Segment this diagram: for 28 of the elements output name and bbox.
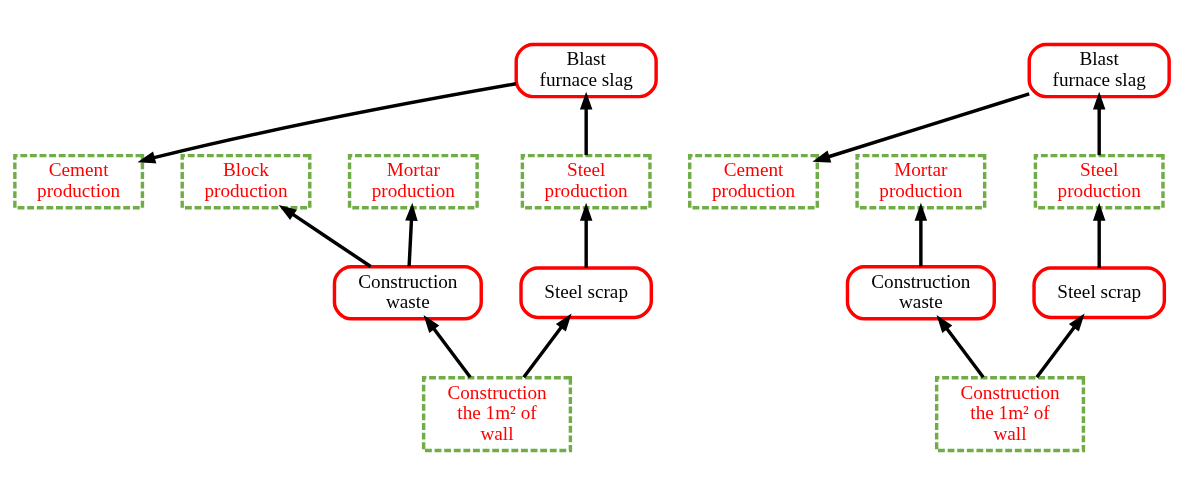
arrow — [1092, 202, 1106, 268]
arrow — [579, 91, 593, 155]
node-box: Construction waste — [845, 264, 996, 321]
node-box: Steel production — [520, 153, 652, 209]
arrow — [522, 313, 572, 378]
node-box: Steel scrap — [519, 265, 654, 319]
arrow — [1035, 313, 1085, 378]
arrow — [405, 202, 418, 266]
arrow — [914, 202, 928, 266]
node-box: Construction the 1m² of wall — [421, 375, 573, 452]
arrow — [137, 81, 517, 164]
node-box: Construction the 1m² of wall — [934, 375, 1086, 452]
arrow — [278, 204, 372, 268]
node-box: Construction waste — [332, 264, 483, 321]
node-box: Mortar production — [855, 153, 987, 209]
node-box: Mortar production — [347, 153, 479, 209]
arrow — [936, 314, 985, 378]
node-box: Steel scrap — [1032, 265, 1167, 319]
arrow — [812, 91, 1030, 162]
arrow — [1092, 91, 1106, 155]
arrow — [423, 314, 472, 378]
node-box: Steel production — [1033, 153, 1165, 209]
node-box: Cement production — [688, 153, 819, 209]
node-box: Block production — [180, 153, 312, 209]
node-box: Blast furnace slag — [1027, 42, 1171, 98]
node-box: Blast furnace slag — [514, 42, 658, 98]
arrow — [579, 202, 593, 268]
node-box: Cement production — [13, 153, 145, 209]
